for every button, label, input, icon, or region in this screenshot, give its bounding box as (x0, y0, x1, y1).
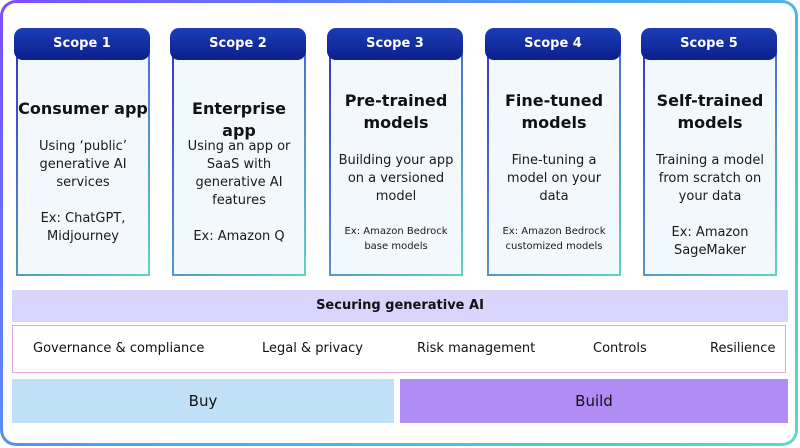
control-governance: Governance & compliance (33, 341, 205, 356)
scope-pill-2: Scope 2 (170, 28, 306, 60)
scope-example-line: Ex: Amazon Q (193, 229, 285, 244)
control-risk: Risk management (417, 341, 536, 356)
scope-description-line: Training a model (655, 153, 764, 168)
scope-title-line: Self-trained (656, 91, 764, 110)
scope-title-line: Pre-trained (344, 91, 448, 110)
scope-example: Ex: ChatGPT, Midjourney (22, 210, 144, 246)
scope-title-line: models (521, 113, 587, 132)
scope-example: Ex: Amazon Bedrock customized models (493, 224, 615, 254)
scope-description-line: model (375, 189, 417, 204)
scope-pill-1: Scope 1 (14, 28, 150, 60)
scope-title-line: models (677, 113, 743, 132)
build-bar: Build (400, 379, 788, 423)
scope-description-line: model on your (506, 171, 602, 186)
scope-description-line: from scratch on (658, 171, 762, 186)
scope-description-line: your data (678, 189, 742, 204)
scope-pill-5: Scope 5 (641, 28, 777, 60)
build-label: Build (575, 392, 613, 410)
scope-description-line: Using an app or (187, 139, 291, 154)
scope-example-line: customized models (505, 241, 603, 252)
scope-description: Using ‘public’ generative AI services (24, 138, 142, 192)
scope-title: Self-trained models (645, 90, 775, 134)
scope-example-line: SageMaker (673, 243, 747, 258)
controls-row: Governance & compliance Legal & privacy … (12, 325, 786, 373)
scope-description-line: data (539, 189, 569, 204)
scope-example: Ex: Amazon Q (178, 228, 300, 246)
scope-description-line: generative AI (39, 157, 127, 172)
scope-example-line: Midjourney (47, 229, 119, 244)
scope-title: Enterprise app (174, 98, 304, 142)
control-controls: Controls (593, 341, 647, 356)
scope-example-line: base models (364, 241, 428, 252)
scope-description-line: services (56, 175, 110, 190)
scope-title-line: models (363, 113, 429, 132)
scope-description-line: Fine-tuning a (511, 153, 597, 168)
scope-description-line: SaaS with (206, 157, 272, 172)
scope-description: Fine-tuning a model on your data (495, 152, 613, 206)
scope-description: Using an app or SaaS with generative AI fea… (180, 138, 298, 210)
scope-example-line: Ex: Amazon Bedrock (344, 226, 448, 237)
scope-example: Ex: Amazon Bedrock base models (335, 224, 457, 254)
scope-title-line: Enterprise app (192, 99, 286, 140)
scope-example-line: Ex: Amazon (671, 225, 749, 240)
scope-description-line: features (212, 193, 266, 208)
scope-title: Consumer app (18, 98, 148, 120)
securing-bar: Securing generative AI (12, 290, 788, 322)
scope-description-line: generative AI (195, 175, 283, 190)
buy-bar: Buy (12, 379, 394, 423)
scope-description: Training a model from scratch on your data (651, 152, 769, 206)
scope-title: Fine-tuned models (489, 90, 619, 134)
scope-title: Pre-trained models (331, 90, 461, 134)
control-resilience: Resilience (710, 341, 776, 356)
scope-title-line: Consumer app (18, 99, 148, 118)
buy-label: Buy (188, 392, 218, 410)
scope-pill-4: Scope 4 (485, 28, 621, 60)
scope-description: Building your app on a versioned model (337, 152, 455, 206)
scope-title-line: Fine-tuned (504, 91, 604, 110)
scope-example-line: Ex: Amazon Bedrock (502, 226, 606, 237)
scope-example-line: Ex: ChatGPT, (40, 211, 126, 226)
scope-description-line: Using ‘public’ (39, 139, 127, 154)
scope-pill-3: Scope 3 (327, 28, 463, 60)
scope-description-line: Building your app (338, 153, 454, 168)
scope-description-line: on a versioned (347, 171, 445, 186)
control-legal: Legal & privacy (262, 341, 363, 356)
securing-title: Securing generative AI (316, 298, 484, 313)
